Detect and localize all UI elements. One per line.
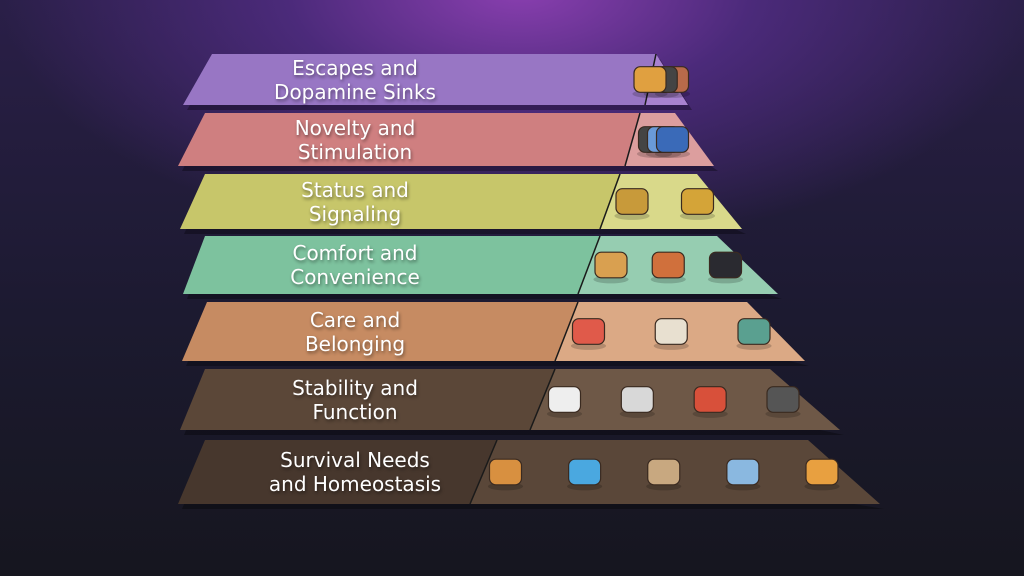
layer-divider	[624, 112, 641, 167]
pyramid-layer	[183, 235, 782, 299]
water-drop-icon	[567, 458, 603, 491]
armchair-icon	[650, 251, 686, 284]
junk-food-icon	[632, 66, 668, 98]
layer-label-line2: Dopamine Sinks	[274, 79, 436, 104]
gold-watch-icon	[679, 188, 716, 220]
house-icon	[646, 458, 682, 491]
layer-label-line2: Signaling	[308, 201, 402, 226]
layer-label-line2: Stimulation	[297, 139, 413, 164]
medicine-bottle-icon	[804, 458, 840, 491]
pyramid-layer	[180, 173, 746, 234]
pyramid-layer	[183, 53, 692, 110]
bread-icon	[487, 458, 524, 491]
layer-label-line1: Stability and	[292, 375, 418, 400]
bus-icon	[619, 386, 655, 418]
layer-divider	[529, 368, 556, 431]
thumbs-up-icon	[654, 126, 691, 158]
layer-label-line1: Comfort and	[292, 241, 418, 265]
layer-divider	[599, 173, 621, 230]
layer-label-line1: Escapes and	[292, 55, 418, 80]
pyramid-layer	[180, 368, 844, 435]
layer-label-panel	[183, 236, 600, 294]
layer-label-line1: Care and	[309, 307, 401, 332]
sports-car-icon	[614, 188, 650, 220]
layer-divider	[554, 301, 579, 362]
layer-label-line2: and Homeostasis	[268, 472, 442, 496]
pyramid-layer	[178, 112, 718, 171]
heart-pulse-icon	[570, 318, 607, 350]
layer-label-line1: Status and	[301, 177, 409, 202]
layer-label-line1: Novelty and	[294, 115, 416, 140]
layer-icon-panel	[600, 174, 742, 229]
sleep-icon	[725, 458, 761, 491]
layer-label-line2: Belonging	[304, 331, 406, 356]
layer-label-panel	[183, 54, 656, 105]
layer-label-panel	[182, 302, 578, 361]
layer-label-line2: Function	[312, 399, 398, 424]
layer-divider	[577, 235, 601, 295]
calendar-icon	[546, 386, 583, 418]
layer-icon-panel	[530, 369, 840, 430]
layer-divider	[469, 439, 498, 505]
delivery-box-icon	[593, 251, 629, 284]
layer-label-panel	[178, 113, 640, 166]
layer-label-panel	[180, 369, 555, 430]
toolbox-icon	[692, 386, 728, 418]
layer-label-line2: Convenience	[290, 265, 420, 289]
pyramid-layer	[178, 439, 884, 509]
family-dinner-icon	[653, 318, 689, 350]
pyramid-layer	[182, 301, 809, 366]
layer-label-panel	[180, 174, 620, 229]
tv-icon	[707, 251, 744, 284]
layer-label-line1: Survival Needs	[280, 448, 430, 472]
layer-label-panel	[178, 440, 497, 504]
hug-icon	[736, 318, 772, 350]
power-plug-icon	[765, 386, 801, 418]
